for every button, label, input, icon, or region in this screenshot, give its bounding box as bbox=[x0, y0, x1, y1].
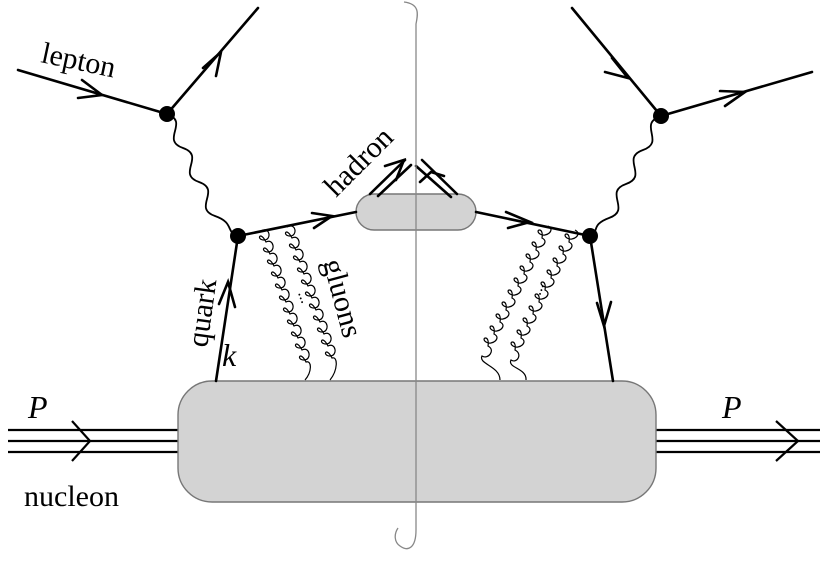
label-quark: quark bbox=[181, 277, 223, 349]
label-gluons: gluons bbox=[316, 255, 369, 341]
vertex-lepton-right bbox=[653, 108, 669, 124]
gluon-dots-left: ... bbox=[294, 289, 314, 306]
gluon-dots-right: ... bbox=[528, 280, 548, 297]
lepton-line-right bbox=[570, 6, 814, 118]
label-nucleon: nucleon bbox=[24, 480, 119, 513]
vertex-quark-right bbox=[582, 228, 598, 244]
label-p-right: P bbox=[721, 389, 742, 425]
lepton-line-left bbox=[16, 6, 260, 116]
nucleon-blob bbox=[177, 380, 657, 503]
hadron-out-lines bbox=[368, 157, 459, 199]
gluons-right: ... bbox=[481, 225, 579, 381]
label-k: k bbox=[222, 337, 237, 373]
quark-line-right bbox=[474, 210, 615, 383]
nucleon-in-lines bbox=[8, 420, 180, 462]
vertex-quark-left bbox=[230, 228, 246, 244]
vertex-lepton-left bbox=[159, 106, 175, 122]
final-state-cut bbox=[394, 1, 418, 550]
nucleon-out-lines bbox=[655, 420, 820, 462]
gluons-left: ... bbox=[258, 225, 337, 381]
photon-right bbox=[589, 115, 662, 237]
label-p-left: P bbox=[27, 389, 48, 425]
label-hadron: hadron bbox=[318, 121, 400, 203]
photon-left bbox=[166, 113, 239, 237]
label-lepton: lepton bbox=[39, 37, 119, 85]
quark-line-left bbox=[214, 210, 358, 383]
